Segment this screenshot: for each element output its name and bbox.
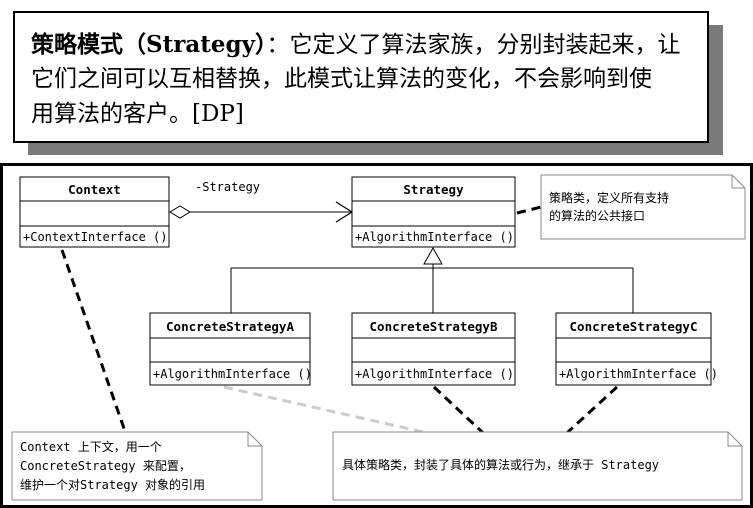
class-context-operation: +ContextInterface () [23,230,168,244]
definition-line-1: 策略模式（Strategy）：它定义了算法家族，分别封装起来，让 [31,31,680,58]
class-context: Context +ContextInterface () [19,176,170,248]
context-note-line-3: 维护一个对Strategy 对象的引用 [20,477,205,492]
concrete-note-line-1: 具体策略类，封装了具体的算法或行为，继承于 Strategy [342,457,659,472]
strategy-note-line-1: 策略类，定义所有支持 [549,190,669,205]
association-label: -Strategy [195,180,260,194]
class-context-box [19,176,170,248]
strategy-note: 策略类，定义所有支持 的算法的公共接口 [540,174,746,240]
class-strategy-operation: +AlgorithmInterface () [355,230,514,244]
class-concrete-b-operation: +AlgorithmInterface () [355,367,514,381]
strategy-note-fold [731,175,745,189]
class-context-name: Context [68,182,121,197]
definition-line-1-rest: ：它定义了算法家族，分别封装起来，让 [266,32,680,58]
strategy-note-link [516,205,542,215]
class-concrete-a-box [149,312,311,386]
class-concrete-c: ConcreteStrategyC +AlgorithmInterface () [555,312,718,386]
definition-box [13,11,709,143]
definition-line-2: 它们之间可以互相替换，此模式让算法的变化，不会影响到使 [31,66,652,92]
concrete-note: 具体策略类，封装了具体的算法或行为，继承于 Strategy [332,431,743,501]
strategy-note-shape [540,174,746,240]
class-strategy-name: Strategy [403,182,464,197]
class-concrete-b: ConcreteStrategyB +AlgorithmInterface () [351,312,516,386]
class-concrete-a-name: ConcreteStrategyA [166,319,294,334]
context-note-shape [11,431,263,501]
class-concrete-c-box [555,312,712,386]
class-concrete-b-box [351,312,516,386]
class-strategy-box [351,176,516,248]
context-note-link [60,249,130,441]
class-concrete-a: ConcreteStrategyA +AlgorithmInterface () [149,312,312,386]
definition-line-3: 用算法的客户。[DP] [31,101,244,127]
definition-term: 策略模式（Strategy） [31,31,266,58]
concrete-note-shape [332,431,743,501]
class-concrete-c-name: ConcreteStrategyC [570,319,698,334]
concrete-note-fold [727,432,742,447]
class-strategy: Strategy +AlgorithmInterface () [351,176,516,248]
context-note-fold [247,432,262,447]
strategy-note-line-2: 的算法的公共接口 [549,208,645,223]
class-concrete-b-name: ConcreteStrategyB [370,319,498,334]
class-concrete-c-operation: +AlgorithmInterface () [559,367,718,381]
definition-panel: 策略模式（Strategy）：它定义了算法家族，分别封装起来，让 它们之间可以互… [13,11,723,155]
context-note-line-1: Context 上下文，用一个 [20,439,162,454]
aggregation-diamond [169,205,191,219]
class-concrete-a-operation: +AlgorithmInterface () [153,367,312,381]
context-note: Context 上下文，用一个 ConcreteStrategy 来配置， 维护… [11,431,263,501]
context-note-line-2: ConcreteStrategy 来配置， [20,459,191,473]
connectors: -Strategy [60,180,634,448]
